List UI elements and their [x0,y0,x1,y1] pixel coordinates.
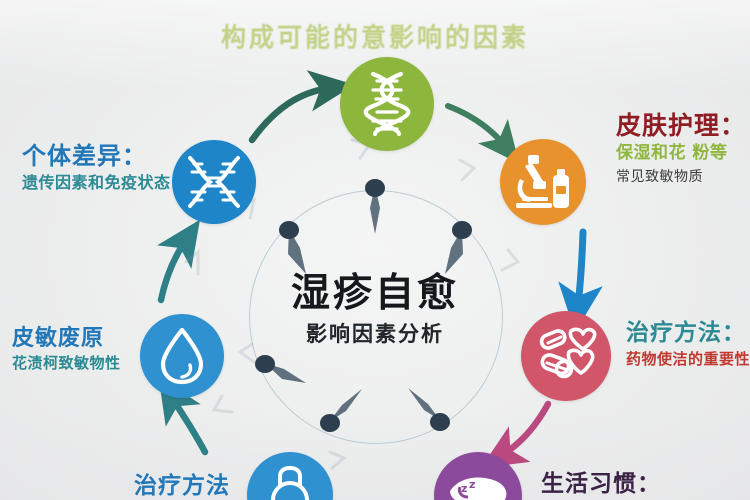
label-individual-heading: 个体差异： [22,142,147,170]
node-medication[interactable] [521,311,611,401]
label-allergen-heading: 皮敏废原 [12,326,105,351]
label-lifestyle-heading: 生活习惯： [541,471,661,497]
node-chromosome[interactable] [172,140,256,224]
label-treatment-sub: 药物使洁的重要性 [625,349,750,368]
label-therapy-heading: 治疗方法 [134,473,230,499]
arrow-medication-to-sleep [480,400,552,468]
page-title: 构成可能的意影响的因素 [220,22,529,53]
label-treatment: 治疗方法： 药物使洁的重要性 [626,320,750,370]
ring-pin [445,221,472,274]
svg-text:z: z [461,482,467,495]
label-individual-difference: 个体差异： 遗传因素和免疫状态 [22,142,171,195]
pills-capsules-icon [539,327,597,379]
center-title: 湿疹自愈 [290,271,459,316]
ring-pin [255,355,306,383]
arrow-microscope-to-medication [558,228,603,333]
node-genetics-top[interactable] [340,57,434,151]
ring-pin [408,388,450,431]
label-skin-care-note: 常见致敏物质 [615,169,703,186]
svg-text:z: z [469,478,475,491]
ring-pin [365,179,385,234]
node-microscope[interactable] [500,139,586,225]
arrow-chromosome-to-genetics [248,70,355,144]
label-allergen-sub: 花渍柯致敏物性 [12,354,121,373]
dna-helix-icon [363,71,411,137]
label-allergen: 皮敏废原 花渍柯致敏物性 [12,326,121,375]
ring-pin [279,221,306,274]
arrow-genetics-to-microscope [445,103,520,164]
label-skin-care-heading: 皮肤护理： [615,111,746,140]
microscope-icon [516,155,569,208]
node-water-drop[interactable] [140,314,224,398]
ring-pin [320,389,362,432]
label-individual-sub: 遗传因素和免疫状态 [22,172,171,192]
label-skin-care: 皮肤护理： 保湿和花 粉等 常见致敏物质 [615,111,746,189]
label-lifestyle: 生活习惯： [541,471,661,497]
center-subtitle: 影响因素分析 [306,322,444,346]
chromosome-dna-icon [188,156,240,208]
arrow-waterdrop-to-chromosome [157,219,200,304]
label-skin-care-sub: 保湿和花 粉等 [615,142,728,163]
kettlebell-icon [271,466,309,500]
water-drop-icon [160,327,204,385]
label-therapy: 治疗方法 [134,473,230,499]
label-treatment-heading: 治疗方法： [625,320,746,346]
arrow-exercise-to-waterdrop [158,377,209,456]
